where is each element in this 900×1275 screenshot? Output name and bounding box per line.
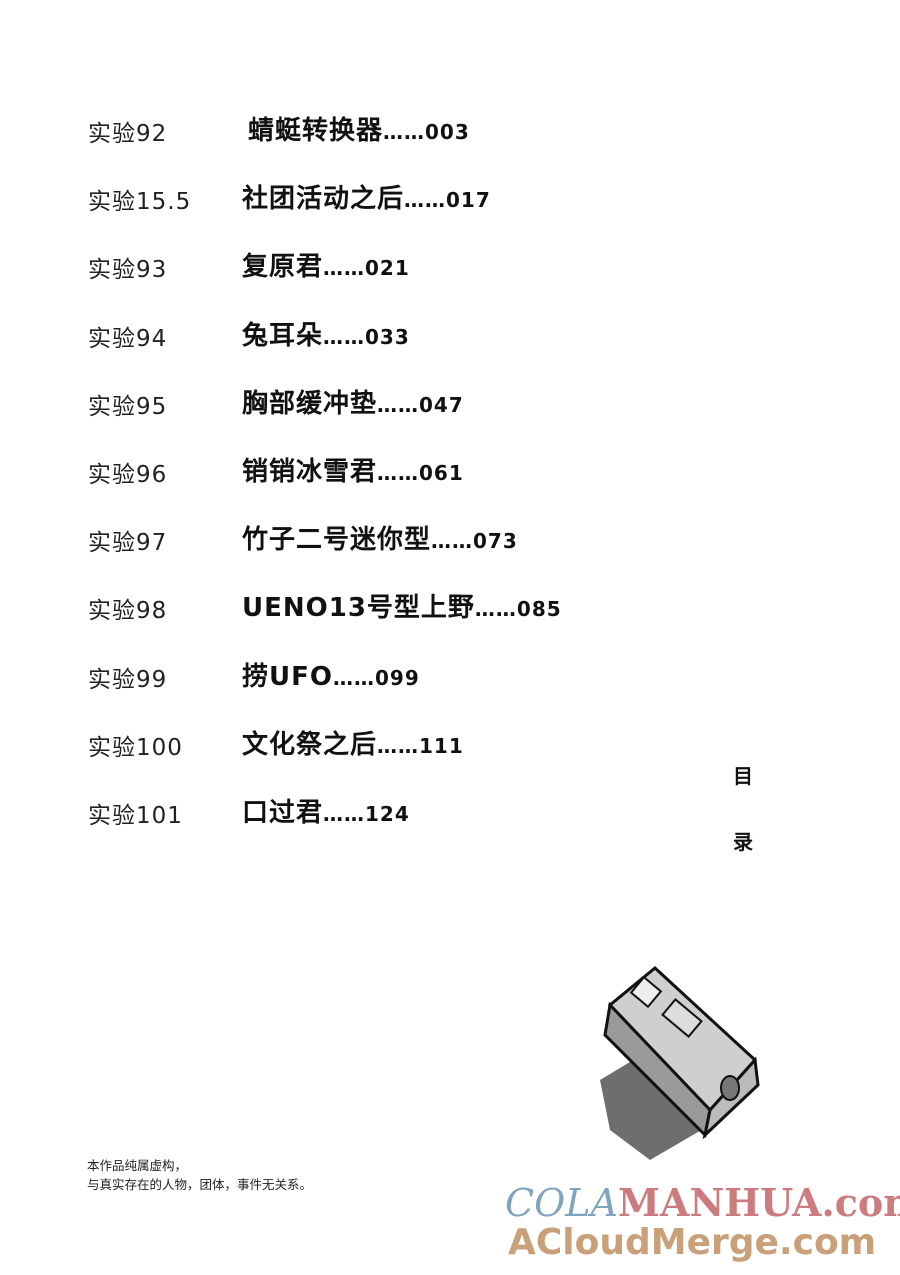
page-number: 099 <box>374 665 420 690</box>
chapter-title: UENO13号型上野 <box>242 593 475 624</box>
chapter-title-line: 口过君……124 <box>242 792 410 829</box>
page-number: 017 <box>446 188 491 213</box>
disclaimer-line-1: 本作品纯属虚构， <box>87 1158 188 1173</box>
chapter-title-line: UENO13号型上野……085 <box>242 587 562 624</box>
leader-dots: …… <box>377 392 420 417</box>
page-number: 124 <box>365 802 410 826</box>
watermark-manhua: MANHUA.com <box>617 1180 900 1225</box>
chapter-title-line: 社团活动之后……017 <box>242 178 491 215</box>
toc-entry[interactable]: 实验92 蜻蜓转换器……003 <box>0 108 700 148</box>
chapter-label: 实验100 <box>88 734 183 761</box>
toc-entry[interactable]: 实验101 口过君……124 <box>0 790 700 830</box>
chapter-title: 捞UFO <box>242 661 333 692</box>
leader-dots: …… <box>377 733 420 758</box>
toc-entry[interactable]: 实验93 复原君……021 <box>0 244 700 284</box>
page-number: 085 <box>516 597 562 622</box>
page-number: 021 <box>365 256 410 281</box>
page-number: 073 <box>473 529 518 554</box>
chapter-title: 兔耳朵 <box>242 320 324 351</box>
chapter-label: 实验97 <box>88 530 168 557</box>
leader-dots: …… <box>383 120 426 144</box>
chapter-label: 实验96 <box>88 462 168 488</box>
watermark-cola: COLA <box>505 1181 618 1225</box>
toc-entry[interactable]: 实验94 兔耳朵……033 <box>0 313 700 353</box>
device-illustration <box>600 966 760 1160</box>
toc-entry[interactable]: 实验99 捞UFO……099 <box>0 654 700 694</box>
page-number: 047 <box>419 392 464 417</box>
chapter-label: 实验15.5 <box>88 189 192 216</box>
toc-entry[interactable]: 实验15.5 社团活动之后……017 <box>0 176 700 216</box>
leader-dots: …… <box>474 597 517 622</box>
chapter-label: 实验94 <box>88 325 168 352</box>
disclaimer-line-2: 与真实存在的人物，团体，事件无关系。 <box>87 1177 313 1192</box>
toc-entry[interactable]: 实验100 文化祭之后……111 <box>0 722 700 762</box>
chapter-label: 实验98 <box>88 598 168 625</box>
page-number: 003 <box>425 120 470 144</box>
leader-dots: …… <box>404 188 447 213</box>
leader-dots: …… <box>332 665 375 690</box>
page-number: 061 <box>419 461 464 485</box>
watermark-colamanhua: COLAMANHUA.com <box>505 1180 900 1225</box>
chapter-title-line: 竹子二号迷你型……073 <box>242 519 518 556</box>
chapter-title: 胸部缓冲垫 <box>242 388 378 419</box>
chapter-title: 复原君 <box>242 252 324 283</box>
leader-dots: …… <box>323 256 366 281</box>
chapter-title-line: 兔耳朵……033 <box>242 315 410 352</box>
chapter-title-line: 文化祭之后……111 <box>242 724 464 761</box>
toc-entry[interactable]: 实验95 胸部缓冲垫……047 <box>0 381 700 421</box>
disclaimer: 本作品纯属虚构， 与真实存在的人物，团体，事件无关系。 <box>87 1156 312 1194</box>
chapter-title-line: 销销冰雪君……061 <box>242 451 464 488</box>
chapter-title: 社团活动之后 <box>242 184 405 215</box>
leader-dots: …… <box>323 802 366 826</box>
heading-mu: 目 <box>733 764 753 788</box>
chapter-title: 口过君 <box>242 798 324 828</box>
chapter-label: 实验92 <box>88 121 168 147</box>
watermark-acloudmerge: ACloudMerge.com <box>508 1222 877 1263</box>
chapter-label: 实验101 <box>88 803 183 829</box>
chapter-title: 文化祭之后 <box>242 729 378 760</box>
heading-lu: 录 <box>733 830 753 854</box>
chapter-title: 竹子二号迷你型 <box>242 525 432 556</box>
leader-dots: …… <box>431 529 474 554</box>
chapter-label: 实验99 <box>88 666 168 693</box>
chapter-title: 蜻蜓转换器 <box>248 116 384 146</box>
chapter-title-line: 捞UFO……099 <box>242 656 420 693</box>
chapter-label: 实验93 <box>88 257 168 284</box>
toc-entry[interactable]: 实验98 UENO13号型上野……085 <box>0 585 700 625</box>
leader-dots: …… <box>377 461 420 485</box>
page-number: 111 <box>419 733 464 758</box>
chapter-title-line: 胸部缓冲垫……047 <box>242 383 464 420</box>
chapter-label: 实验95 <box>88 393 168 420</box>
toc-entry[interactable]: 实验96 销销冰雪君……061 <box>0 449 700 489</box>
toc-entry[interactable]: 实验97 竹子二号迷你型……073 <box>0 517 700 557</box>
chapter-title-line: 蜻蜓转换器……003 <box>248 110 470 147</box>
chapter-title: 销销冰雪君 <box>242 457 378 487</box>
page-number: 033 <box>365 324 410 349</box>
chapter-title-line: 复原君……021 <box>242 246 410 283</box>
leader-dots: …… <box>323 324 366 349</box>
